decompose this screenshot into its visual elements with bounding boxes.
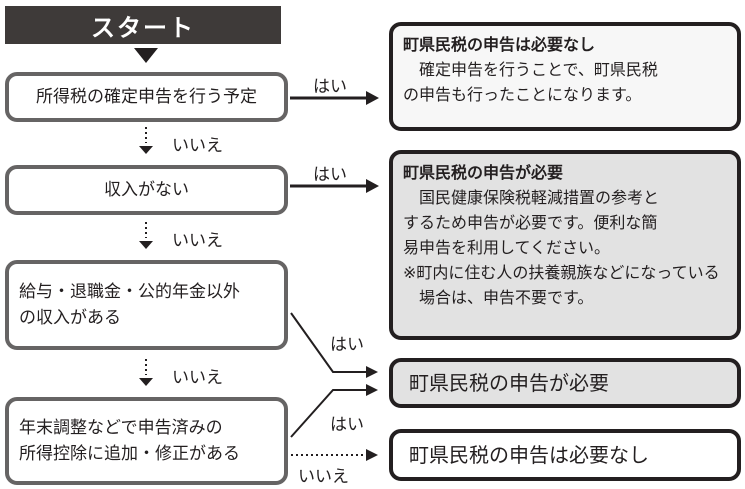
yes-label: はい [330,415,364,435]
no-arrow-down-3 [139,359,153,386]
yes-arrow-1 [290,91,379,105]
result-body-line: 易申告を利用してください。 [403,238,611,257]
yes-arrow-4 [290,384,378,438]
no-label: いいえ [172,231,223,251]
question-text: 所得税の確定申告を行う予定 [36,87,257,107]
result-box-1: 町県民税の申告は必要なし 確定申告を行うことで、町県民税 の申告も行ったことにな… [389,22,741,131]
question-box-1: 所得税の確定申告を行う予定 [5,72,288,122]
result-note: ※町内に住む人の扶養親族などになっている場合は、申告不要です。 [403,263,720,307]
result-title: 町県民税の申告が必要 [409,370,609,395]
result-title: 町県民税の申告が必要 [403,163,564,182]
question-text-line: 年末調整などで申告済みの [19,418,223,438]
result-title: 町県民税の申告は必要なし [409,442,649,467]
no-arrow-down-1 [139,127,153,154]
result-box-4: 町県民税の申告は必要なし [389,429,741,481]
yes-label: はい [330,335,364,355]
no-label: いいえ [172,368,223,388]
question-box-2: 収入がない [5,165,288,215]
no-arrow-dotted [291,449,378,461]
question-box-4: 年末調整などで申告済みの所得控除に追加・修正がある [5,397,288,485]
no-label: いいえ [298,467,349,487]
result-body-line: するため申告が必要です。便利な簡 [403,213,658,232]
result-body-line: 確定申告を行うことで、町県民税 [419,60,658,79]
question-text: 収入がない [104,180,189,200]
start-down-arrow [134,48,158,63]
question-box-3: 給与・退職金・公的年金以外の収入がある [5,260,288,350]
no-label: いいえ [172,136,223,156]
yes-label: はい [313,77,347,97]
yes-label: はい [313,165,347,185]
result-body-line: 国民健康保険税軽減措置の参考と [419,188,660,207]
no-arrow-down-2 [139,222,153,249]
start-block: スタート [5,6,281,44]
question-text-line: 所得控除に追加・修正がある [19,444,240,464]
yes-arrow-2 [290,179,379,193]
result-box-3: 町県民税の申告が必要 [389,358,741,408]
result-box-2: 町県民税の申告が必要 国民健康保険税軽減措置の参考と するため申告が必要です。便… [389,150,741,340]
result-body-line: の申告も行ったことになります。 [403,85,642,104]
question-text-line: 給与・退職金・公的年金以外 [19,282,240,302]
yes-arrow-3 [290,312,378,378]
result-title: 町県民税の申告は必要なし [403,35,596,54]
question-text-line: の収入がある [19,308,121,328]
start-label: スタート [91,13,195,42]
